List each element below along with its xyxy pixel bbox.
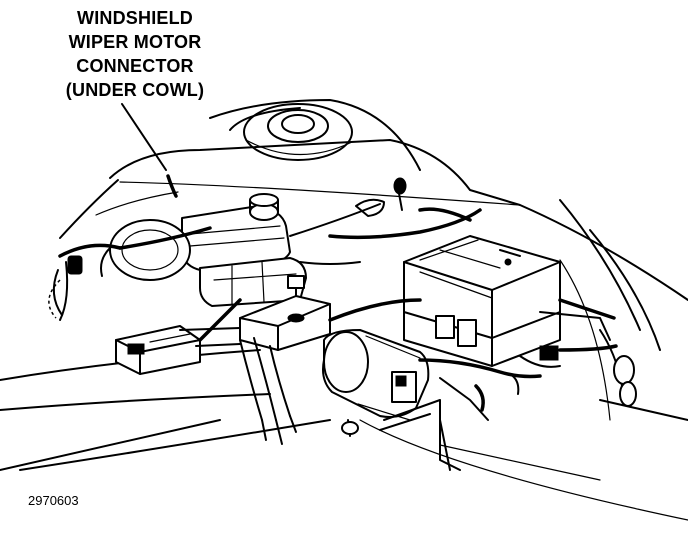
callout-line-1: WINDSHIELD — [77, 8, 193, 28]
callout-line-2: WIPER MOTOR — [68, 32, 202, 52]
power-distribution-center — [403, 235, 561, 339]
right-harness-connectors — [519, 329, 637, 407]
pdc-bracket — [403, 298, 616, 367]
lower-mount-bracket — [341, 399, 461, 471]
center-harness — [198, 298, 542, 421]
callout-label: WINDSHIELD WIPER MOTOR CONNECTOR (UNDER … — [40, 6, 230, 102]
brake-booster — [100, 219, 191, 281]
strut-tower-cap — [243, 103, 353, 161]
right-fender — [559, 199, 661, 421]
brake-lines — [239, 337, 297, 445]
callout-leader-line — [121, 103, 167, 171]
cowl-panel — [59, 99, 688, 301]
upper-harness — [289, 177, 482, 265]
callout-line-3: CONNECTOR — [76, 56, 194, 76]
starter-motor — [322, 329, 430, 421]
lower-left-module — [115, 325, 241, 375]
left-wiring-harness — [48, 226, 212, 321]
callout-line-4: (UNDER COWL) — [65, 80, 205, 100]
windshield-wiper-motor-connector — [166, 174, 178, 198]
figure-number: 2970603 — [28, 493, 79, 508]
